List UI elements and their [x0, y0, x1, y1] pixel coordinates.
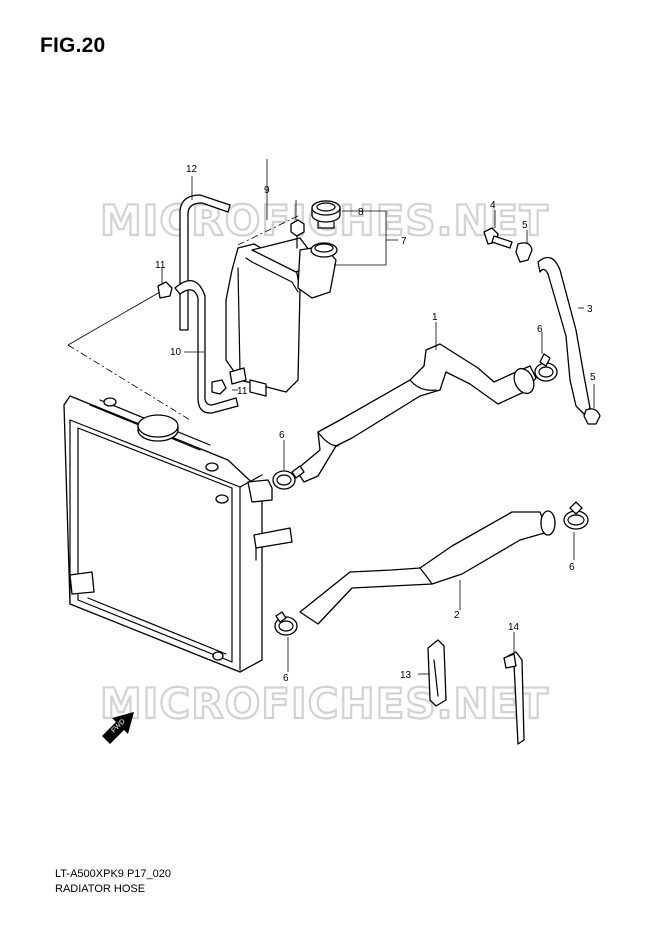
callout-10: 10 — [170, 347, 182, 358]
callout-6-b: 6 — [537, 324, 543, 335]
hose-1 — [295, 343, 537, 483]
clip-11-lower — [211, 379, 227, 395]
figure-title: FIG.20 — [40, 34, 106, 57]
clamp-6-b — [534, 353, 558, 382]
reservoir-tank — [225, 237, 338, 397]
clamp-6-a — [272, 465, 305, 490]
callout-6-a: 6 — [279, 430, 285, 441]
reference-line-cap — [237, 214, 301, 246]
callout-9: 9 — [264, 185, 270, 196]
bolt-4 — [483, 227, 513, 249]
callout-5-top: 5 — [522, 220, 528, 231]
hose-10 — [174, 280, 239, 414]
clamp-5-bottom — [583, 408, 601, 425]
reference-line-radiator — [67, 344, 191, 421]
callout-6-d: 6 — [283, 673, 289, 684]
callout-11-lower: 11 — [237, 386, 248, 397]
hose-3 — [537, 256, 591, 415]
clamp-5-top — [515, 242, 533, 263]
callout-6-c: 6 — [569, 562, 575, 573]
hose-12 — [179, 194, 231, 331]
callout-2: 2 — [454, 610, 460, 621]
callout-14: 14 — [508, 622, 520, 633]
reference-line-tank — [67, 291, 161, 346]
figure-code: LT-A500XPK9 P17_020 — [55, 868, 171, 880]
hose-2 — [299, 511, 549, 625]
clamp-6-d — [274, 611, 298, 636]
clip-11-upper — [157, 281, 173, 299]
callout-11-upper: 11 — [155, 260, 166, 271]
watermark-bottom: MICROFICHES.NET — [100, 679, 549, 728]
callout-5-bottom: 5 — [590, 372, 596, 383]
clamp-13 — [427, 639, 447, 707]
radiator — [63, 395, 293, 673]
callout-1: 1 — [432, 312, 438, 323]
callout-8: 8 — [358, 207, 364, 218]
callout-12: 12 — [186, 164, 198, 175]
bolt-9 — [290, 219, 305, 249]
callout-13: 13 — [400, 670, 412, 681]
reservoir-cap — [311, 200, 341, 229]
clamp-6-c — [563, 501, 589, 530]
callout-7: 7 — [401, 236, 407, 247]
callout-3: 3 — [587, 304, 593, 315]
figure-name: RADIATOR HOSE — [55, 883, 146, 895]
callout-4: 4 — [490, 200, 496, 211]
